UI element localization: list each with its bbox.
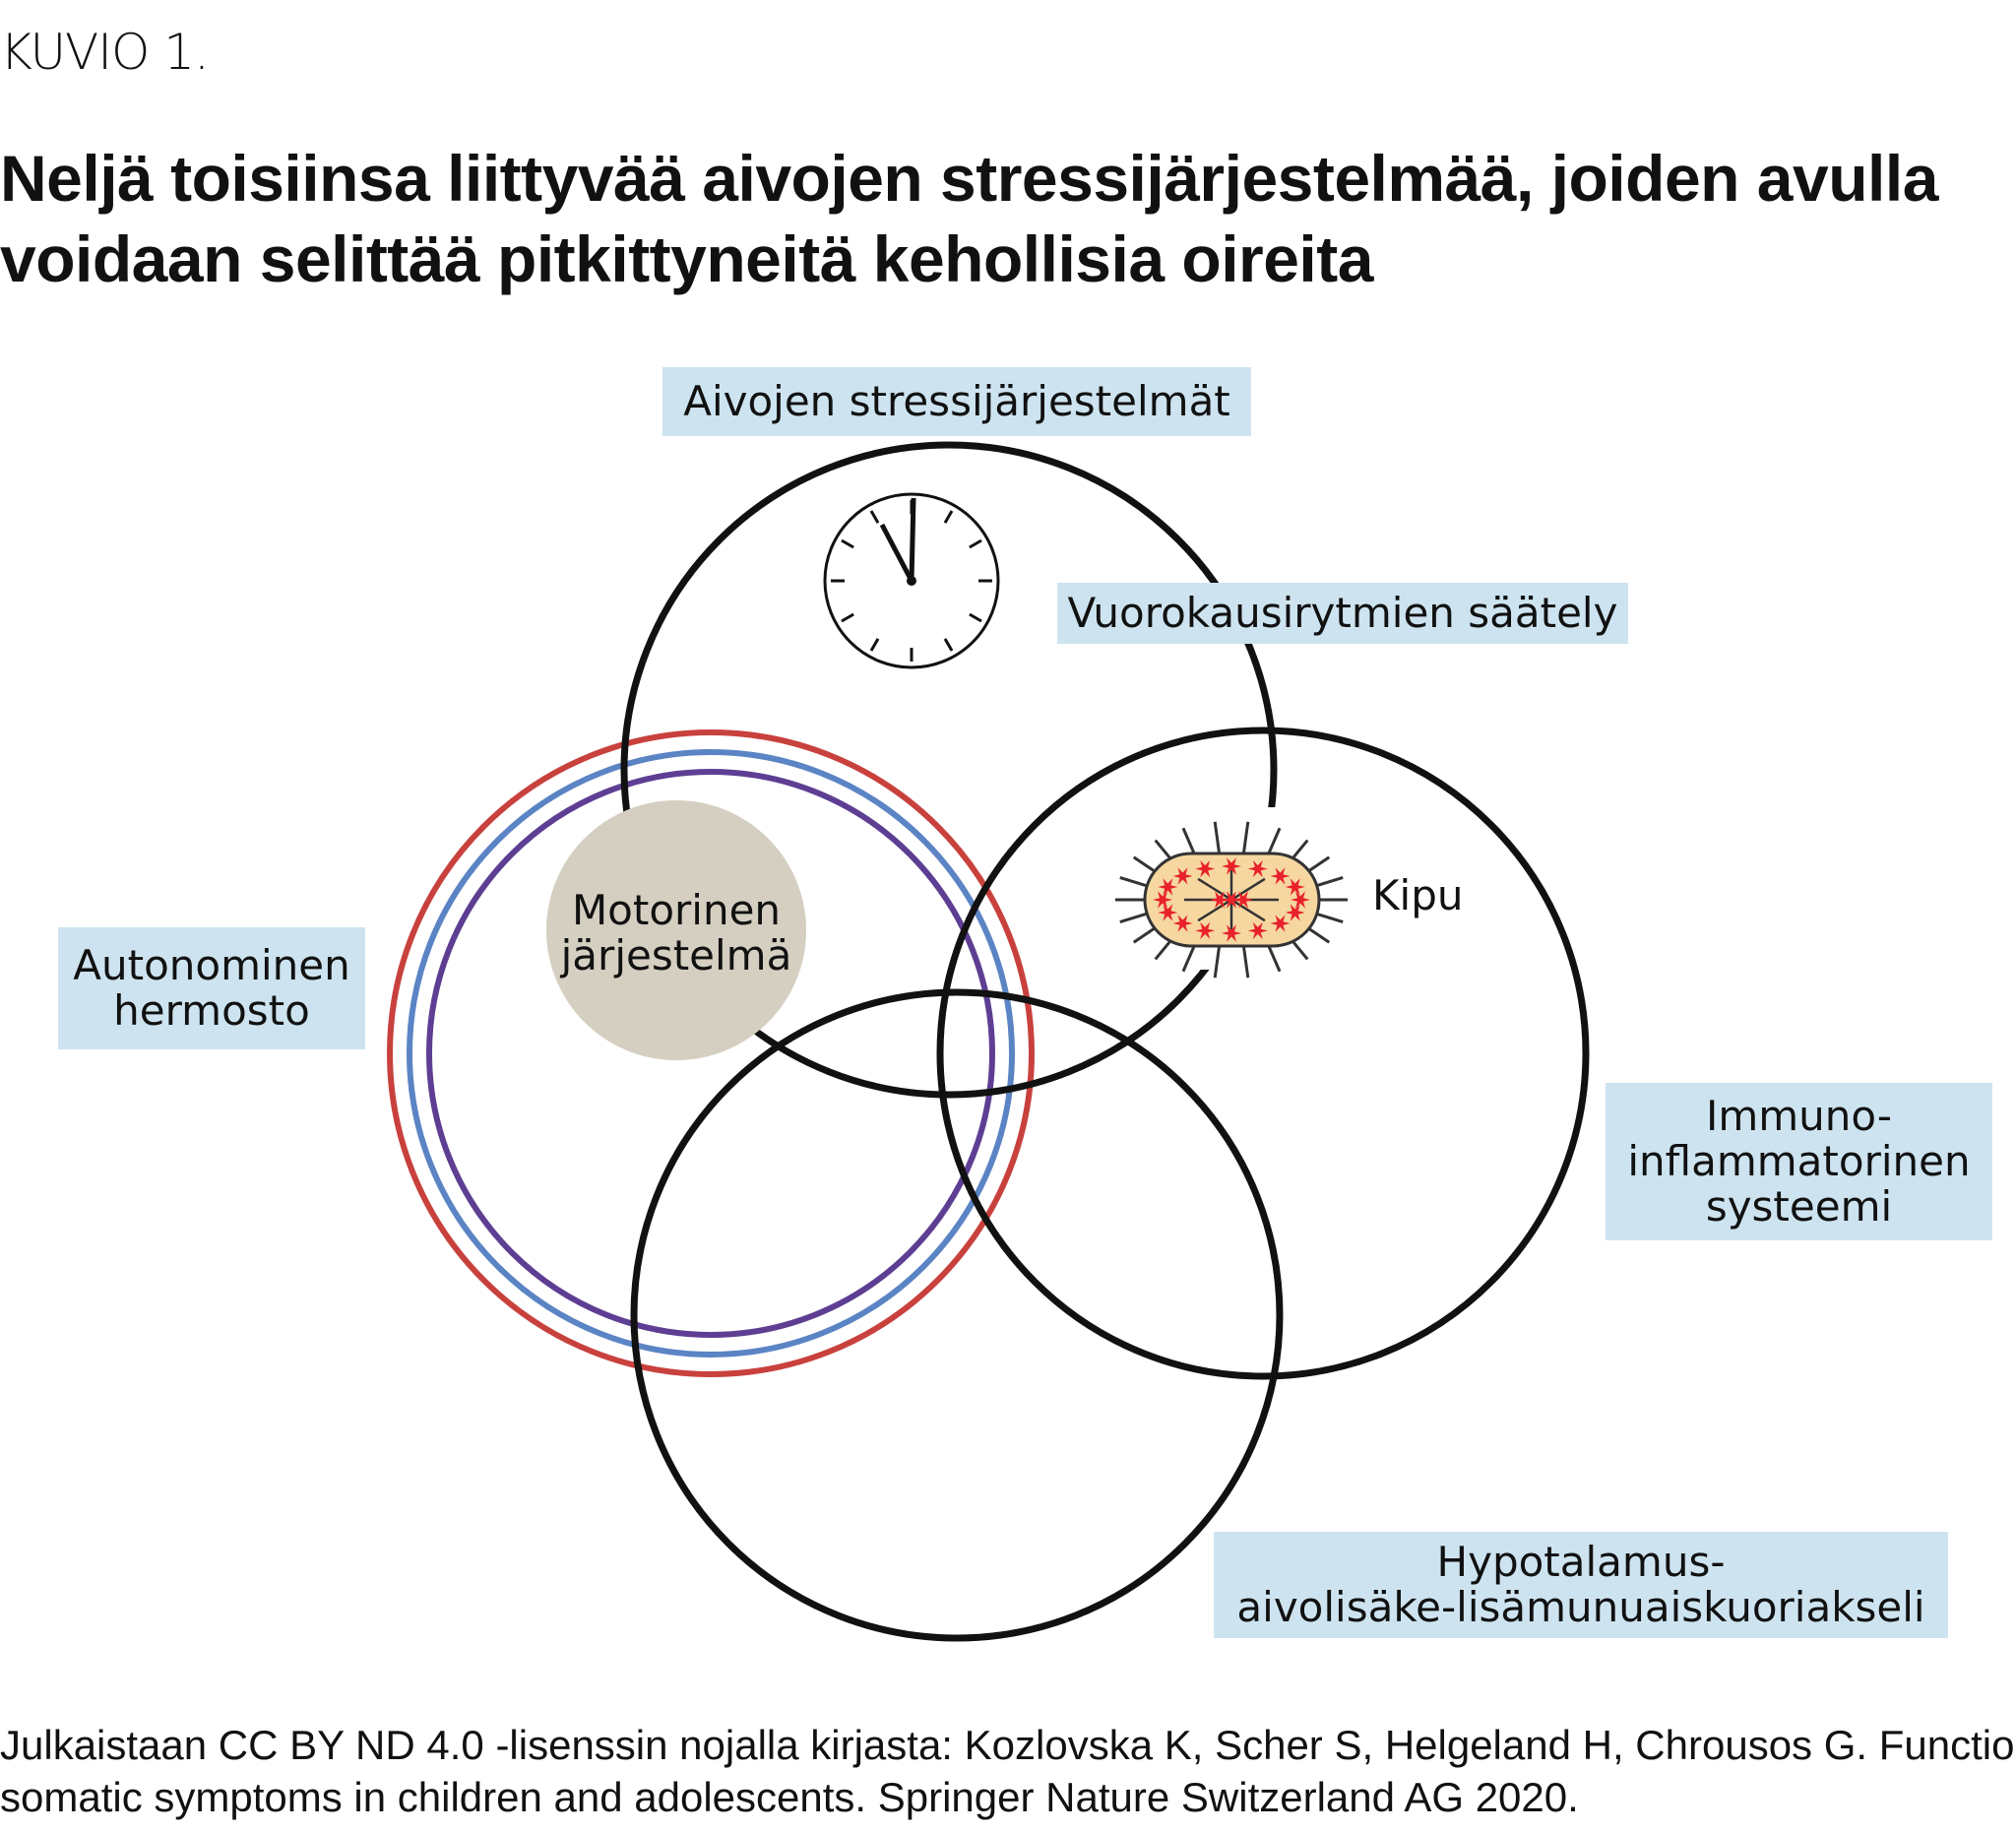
source-citation: Julkaistaan CC BY ND 4.0 -lisenssin noja…: [0, 1719, 2016, 1823]
immuno-circle: [936, 727, 1590, 1380]
hpa-circle: [630, 988, 1284, 1642]
stress-systems-circle: [620, 441, 1278, 1099]
clock-icon: [823, 492, 1000, 669]
label-autonomic: Autonominen hermosto: [58, 927, 365, 1049]
motor-system-circle: [546, 800, 806, 1060]
title-line-1: Neljä toisiinsa liittyvää aivojen stress…: [0, 142, 1938, 215]
figure-title: Neljä toisiinsa liittyvää aivojen stress…: [0, 138, 2008, 299]
label-hpa: Hypotalamus- aivolisäke-lisämunuaiskuori…: [1214, 1532, 1948, 1638]
source-line-1: Julkaistaan CC BY ND 4.0 -lisenssin noja…: [0, 1722, 2016, 1768]
autonomic-ring-blue: [407, 749, 1015, 1358]
autonomic-ring-red: [387, 729, 1035, 1377]
label-pain: Kipu: [1372, 871, 1464, 919]
figure-label: KUVIO 1.: [0, 24, 210, 81]
pain-cell-icon: [1115, 821, 1348, 979]
label-circadian: Vuorokausirytmien säätely: [1057, 583, 1628, 644]
autonomic-ring-purple: [426, 769, 995, 1338]
label-immuno: Immuno- inflammatorinen systeemi: [1606, 1083, 1992, 1240]
label-motor-system: Motorinen järjestelmä: [560, 886, 792, 980]
source-line-2: somatic symptoms in children and adolesc…: [0, 1774, 1579, 1820]
label-stress-systems: Aivojen stressijärjestelmät: [662, 367, 1251, 436]
title-line-2: voidaan selittää pitkittyneitä kehollisi…: [0, 222, 1373, 295]
